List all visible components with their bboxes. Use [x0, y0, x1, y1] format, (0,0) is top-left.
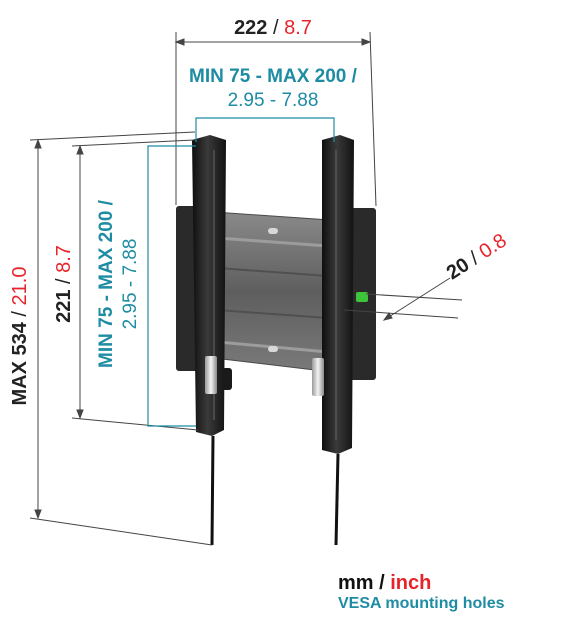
plate-slot-top: [268, 228, 278, 234]
height-arrow-top: [76, 144, 84, 155]
max-height-ext-top: [29, 131, 196, 141]
width-ext-right: [369, 31, 377, 207]
right-arm-chrome: [312, 358, 324, 396]
height-ext-top: [71, 139, 195, 147]
legend: mm / inch VESA mounting holes: [338, 572, 563, 614]
max-height-arrow-top: [34, 138, 42, 149]
unit-legend: mm / inch: [338, 572, 563, 594]
bubble-level: [356, 292, 368, 302]
depth-ext-bottom: [343, 309, 459, 319]
wall-plate-rib-low: [217, 309, 329, 319]
height-label-group: 221 / 8.7: [53, 245, 75, 323]
wall-mount-product: [176, 135, 376, 546]
vesa-horizontal-label-line2: 2.95 - 7.88: [228, 90, 319, 111]
max-height-inch: 21.0: [9, 267, 31, 306]
vesa-vertical-label-group: MIN 75 - MAX 200 / 2.95 - 7.88: [96, 199, 141, 368]
left-arm: [192, 135, 226, 436]
depth-leader: [383, 277, 451, 321]
width-inch: 8.7: [284, 17, 312, 39]
width-label: 222 / 8.7: [234, 17, 312, 39]
wall-plate-rib-top: [217, 236, 329, 248]
vesa-vertical-label-line1: MIN 75 - MAX 200 /: [96, 199, 117, 368]
vesa-vertical-label-line2: 2.95 - 7.88: [120, 239, 141, 330]
unit-mm: mm: [338, 572, 374, 594]
depth-arrow: [382, 312, 393, 321]
height-mm: 221: [53, 290, 75, 323]
unit-inch: inch: [390, 572, 432, 594]
width-arrow-right: [361, 38, 372, 46]
wall-plate-rib-mid: [217, 267, 329, 277]
right-arm: [322, 135, 354, 454]
max-height-mm: MAX 534: [9, 321, 31, 405]
height-label: 221 / 8.7: [53, 245, 75, 323]
width-sep: /: [267, 17, 284, 39]
depth-label: 20 / 0.8: [443, 230, 511, 285]
left-safety-cable: [210, 435, 215, 546]
vesa-lines: [147, 117, 335, 427]
plate-slot-bottom: [268, 346, 278, 352]
max-height-label-group: MAX 534 / 21.0: [9, 267, 31, 406]
right-safety-cable: [334, 453, 340, 546]
depth-label-group: 20 / 0.8: [443, 230, 511, 285]
max-height-sep: /: [9, 305, 31, 322]
vesa-horizontal-bracket: [195, 117, 335, 142]
depth-ext-top: [365, 293, 463, 301]
width-mm: 222: [234, 17, 267, 39]
dimension-lines: [29, 31, 463, 546]
height-arrow-bottom: [76, 409, 84, 420]
vesa-horizontal-label-line1: MIN 75 - MAX 200 /: [189, 66, 358, 87]
left-arm-knob: [222, 368, 232, 390]
unit-sep: /: [373, 572, 391, 594]
max-height-label: MAX 534 / 21.0: [9, 267, 31, 406]
width-arrow-left: [174, 38, 185, 46]
vesa-legend: VESA mounting holes: [338, 595, 505, 612]
height-sep: /: [53, 273, 75, 290]
height-ext-bottom: [71, 417, 199, 431]
left-arm-chrome: [205, 356, 217, 394]
vesa-vertical-bracket: [147, 145, 196, 427]
max-height-arrow-bottom: [34, 509, 42, 520]
max-height-ext-bottom: [29, 517, 213, 546]
height-inch: 8.7: [53, 245, 75, 273]
